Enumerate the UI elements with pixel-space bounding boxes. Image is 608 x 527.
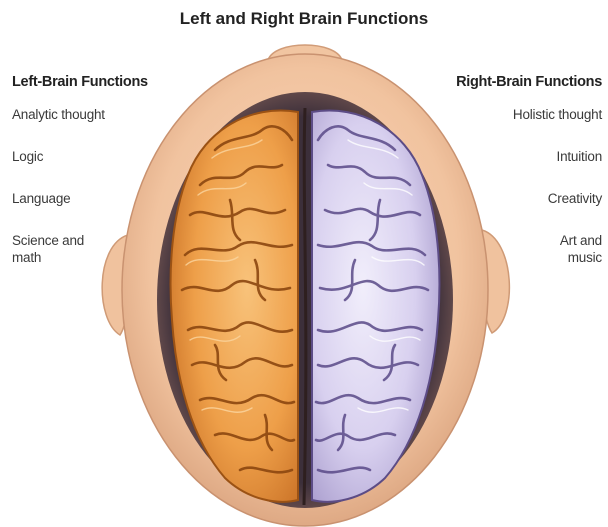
left-function-label: Science and math	[12, 232, 100, 266]
diagram-title: Left and Right Brain Functions	[0, 9, 608, 29]
right-function-item: Art and music	[432, 232, 602, 274]
left-function-item: Analytic thought	[12, 106, 182, 148]
longitudinal-fissure	[304, 108, 306, 505]
left-brain-heading: Left-Brain Functions	[12, 74, 182, 90]
right-function-label: Creativity	[548, 191, 602, 206]
right-brain-panel: Right-Brain Functions Holistic thought I…	[432, 74, 602, 274]
left-function-item: Language	[12, 190, 182, 232]
left-function-item: Science and math	[12, 232, 182, 274]
left-function-item: Logic	[12, 148, 182, 190]
right-function-item: Intuition	[432, 148, 602, 190]
right-brain-heading: Right-Brain Functions	[432, 74, 602, 90]
left-function-label: Language	[12, 191, 70, 206]
left-function-label: Logic	[12, 149, 43, 164]
right-function-label: Art and music	[542, 232, 602, 266]
right-function-item: Holistic thought	[432, 106, 602, 148]
right-function-label: Intuition	[557, 149, 602, 164]
left-function-label: Analytic thought	[12, 107, 105, 122]
right-function-label: Holistic thought	[513, 107, 602, 122]
right-function-item: Creativity	[432, 190, 602, 232]
left-brain-panel: Left-Brain Functions Analytic thought Lo…	[12, 74, 182, 274]
